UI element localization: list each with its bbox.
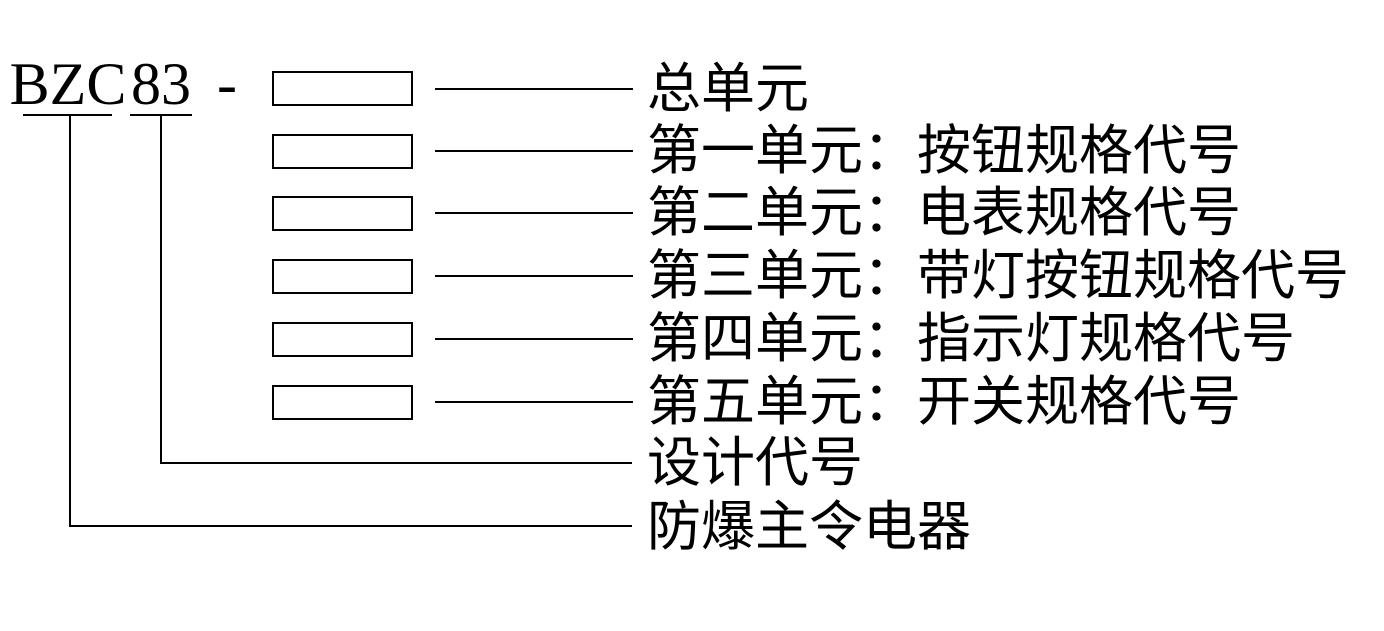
unit-label-fourth: 第四单元：指示灯规格代号	[647, 309, 1295, 369]
unit-code-box-6	[272, 385, 413, 420]
unit-code-box-3	[272, 196, 413, 231]
model-code-design-number: 83	[131, 51, 191, 117]
prefix-underline	[23, 114, 112, 116]
unit-label-third: 第三单元：带灯按钮规格代号	[647, 246, 1349, 306]
design-code-label: 设计代号	[647, 433, 863, 493]
unit-connector-line-3	[435, 212, 633, 214]
unit-label-main: 总单元	[647, 59, 809, 119]
unit-code-box-2	[272, 134, 413, 169]
product-type-label: 防爆主令电器	[647, 497, 971, 557]
unit-label-first: 第一单元：按钮规格代号	[647, 121, 1241, 181]
unit-code-box-4	[272, 259, 413, 294]
model-code-prefix: BZC	[9, 51, 127, 117]
unit-connector-line-2	[435, 150, 633, 152]
unit-code-box-1	[272, 71, 413, 106]
design-number-leader-horizontal-line	[160, 462, 632, 464]
model-code-separator: -	[217, 51, 237, 117]
unit-connector-line-4	[435, 275, 633, 277]
prefix-leader-horizontal-line	[69, 525, 632, 527]
unit-connector-line-1	[435, 88, 633, 90]
design-number-leader-vertical-line	[160, 114, 162, 464]
prefix-leader-vertical-line	[69, 114, 71, 527]
unit-label-fifth: 第五单元：开关规格代号	[647, 372, 1241, 432]
unit-label-second: 第二单元：电表规格代号	[647, 183, 1241, 243]
unit-code-box-5	[272, 322, 413, 357]
unit-connector-line-5	[435, 338, 633, 340]
unit-connector-line-6	[435, 401, 633, 403]
